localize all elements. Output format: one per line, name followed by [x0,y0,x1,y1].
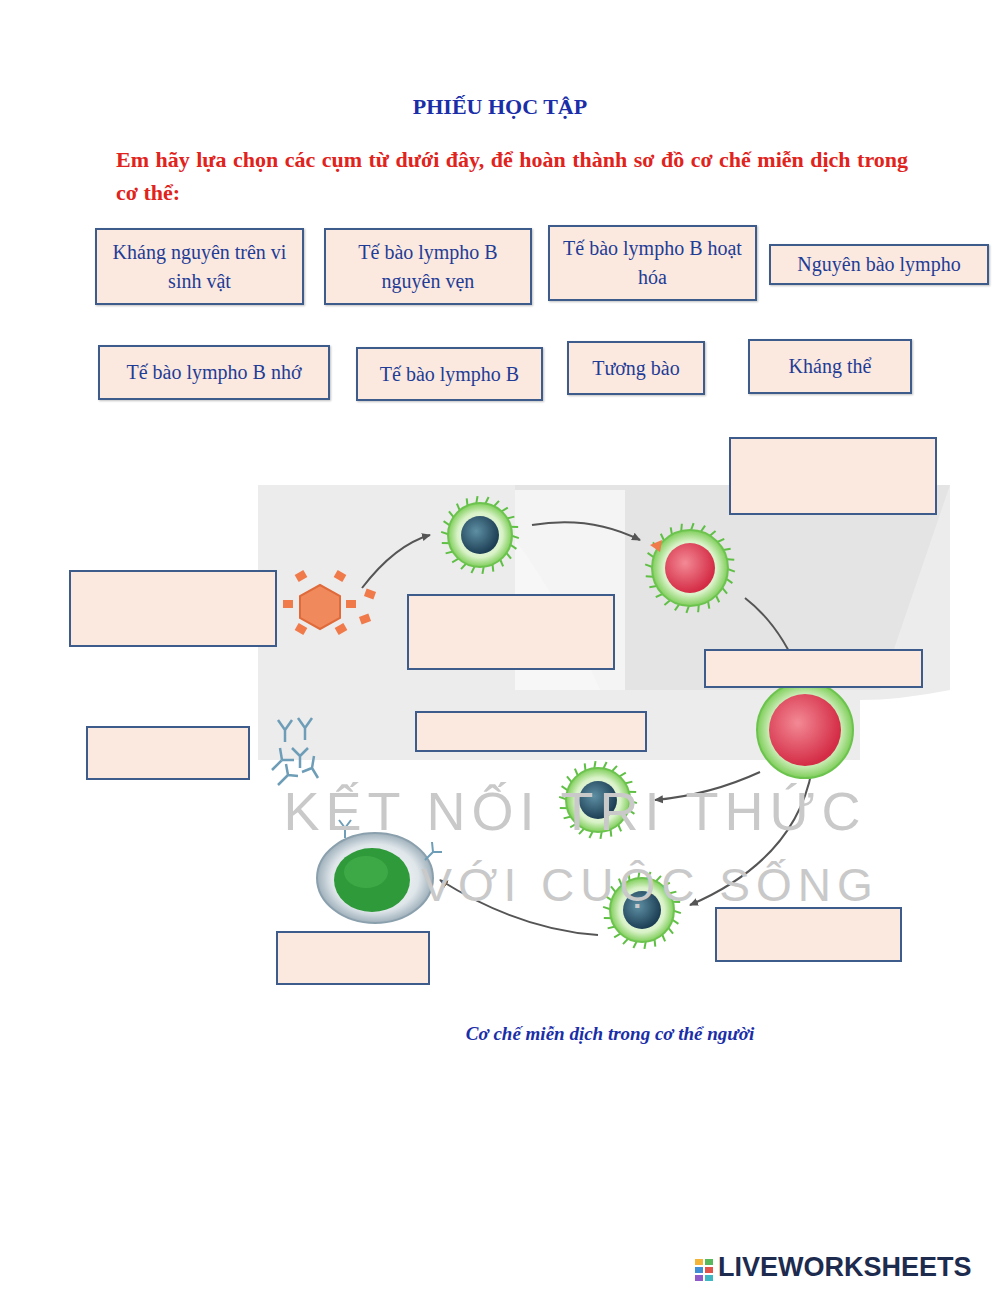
logo-square [705,1275,713,1281]
antibodies [272,718,318,785]
logo-square [695,1267,703,1273]
answer-box [407,594,615,670]
word-bank-box: Tế bào lympho B [356,347,543,401]
lymphocyte-cell [757,682,853,778]
arrow [532,522,640,540]
word-bank-box: Tế bào lympho B nhớ [98,345,330,400]
word-bank-box: Tế bào lympho B nguyên vẹn [324,228,532,305]
lymphocyte-cell [441,496,519,574]
word-bank-box: Kháng nguyên trên vi sinh vật [95,228,304,305]
logo-icon [695,1259,713,1281]
answer-box [729,437,937,515]
arrow [362,535,430,588]
term-text: Tế bào lympho B [380,360,519,389]
logo-square [705,1259,713,1265]
worksheet-title: PHIẾU HỌC TẬP [0,94,1000,120]
figure-caption: Cơ chế miễn dịch trong cơ thể người [410,1023,810,1045]
answer-box [86,726,250,780]
brand-logo: LIVEWORKSHEETS [718,1252,972,1283]
answer-box [415,711,647,752]
term-text: Tương bào [592,354,680,383]
answer-box [715,907,902,962]
word-bank-box: Nguyên bào lympho [769,244,989,285]
word-bank-box: Tế bào lympho B hoạt hóa [548,225,757,301]
lymphocyte-cell [645,523,735,613]
term-text: Nguyên bào lympho [797,250,960,279]
logo-square [695,1275,703,1281]
term-text: Kháng thể [789,352,872,381]
watermark: VỚI CUỘC SỐNG [420,858,880,912]
antigen [283,570,376,635]
term-text: Tế bào lympho B hoạt hóa [558,234,747,292]
term-text: Kháng nguyên trên vi sinh vật [105,238,294,296]
watermark: KẾT NỐI TRI THỨC [255,780,895,842]
logo-square [695,1259,703,1265]
answer-box [704,649,923,688]
term-text: Tế bào lympho B nguyên vẹn [334,238,522,296]
word-bank-box: Kháng thể [748,339,912,394]
logo-square [705,1267,713,1273]
answer-box [276,931,430,985]
word-bank-box: Tương bào [567,341,705,395]
instruction: Em hãy lựa chọn các cụm từ dưới đây, để … [116,143,908,209]
term-text: Tế bào lympho B nhớ [127,358,302,387]
bound-antigen [650,540,662,552]
answer-box [69,570,277,647]
